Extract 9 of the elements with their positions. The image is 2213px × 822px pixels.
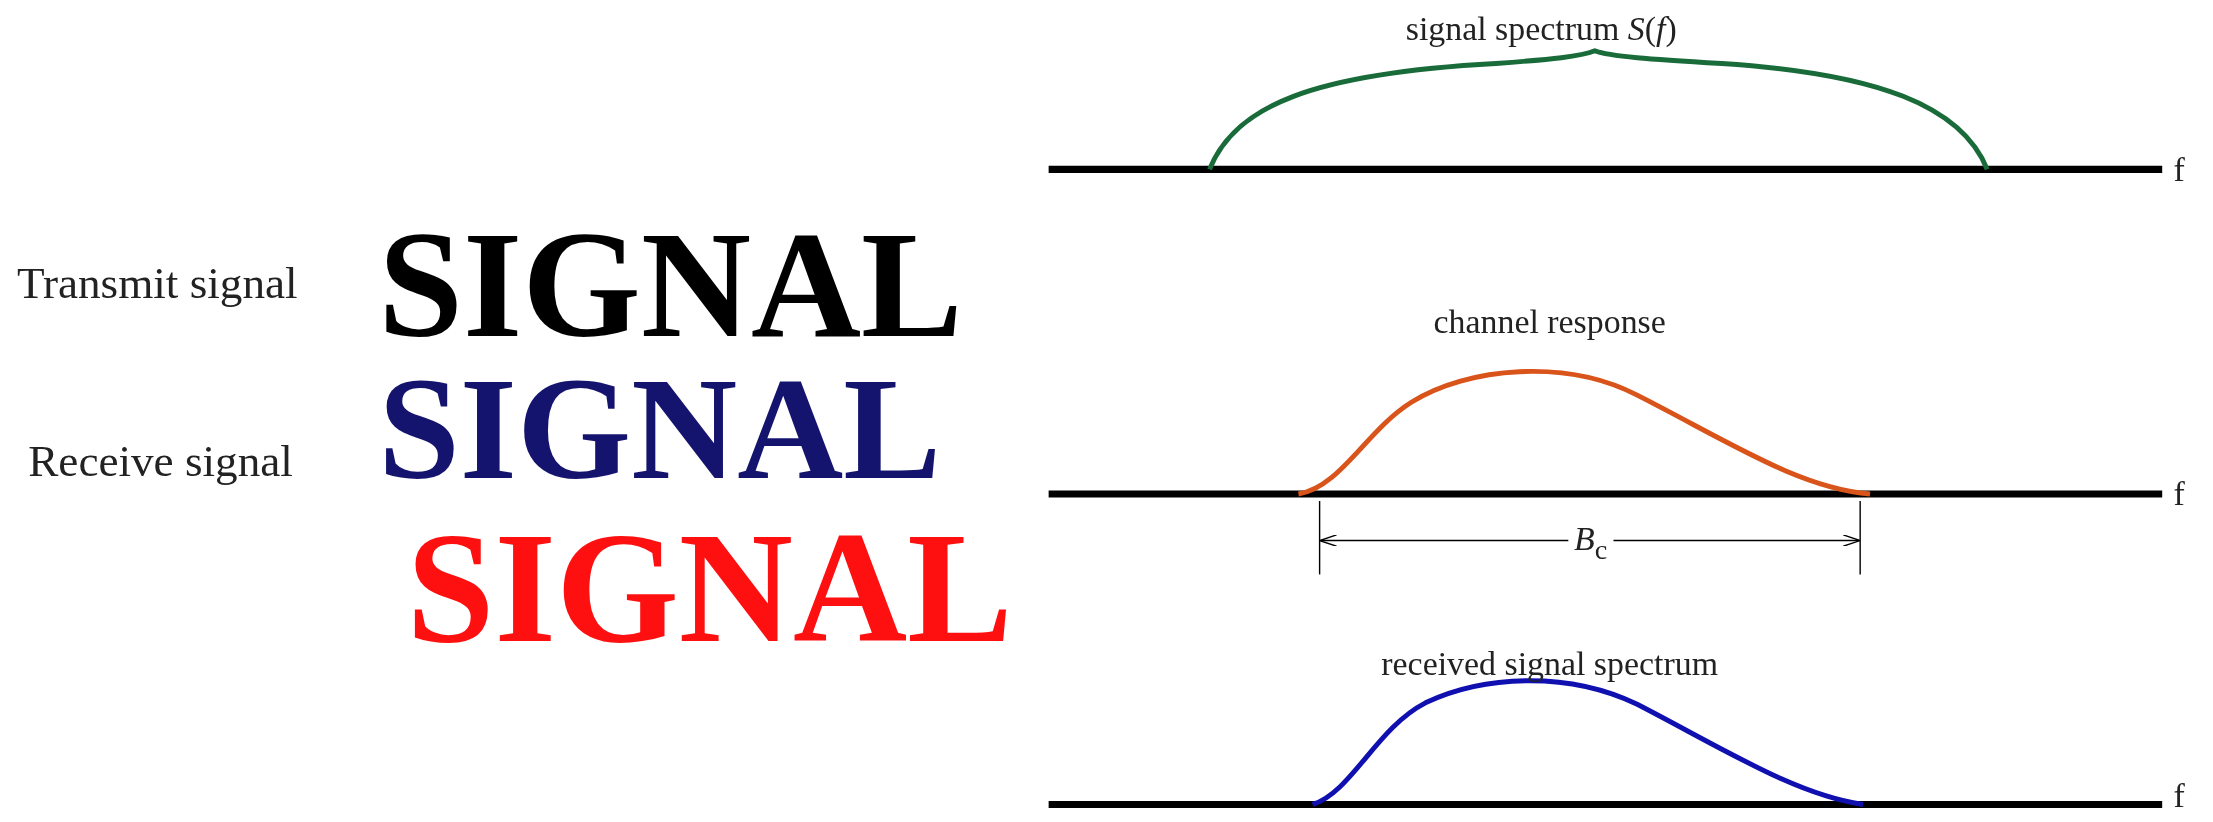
- distorted-word: SIGNAL: [406, 508, 1013, 667]
- row-label: Transmit signal: [16, 259, 298, 305]
- row-label: Receive signal: [28, 437, 293, 483]
- axis-label: f: [2173, 152, 2185, 187]
- curve-title: received signal spectrum: [1381, 646, 1718, 681]
- spectrum-title: signal spectrum S(f): [1405, 11, 1677, 46]
- axis-label: f: [2173, 779, 2185, 813]
- axis-label: f: [2173, 477, 2185, 511]
- curve-title: channel response: [1433, 304, 1666, 339]
